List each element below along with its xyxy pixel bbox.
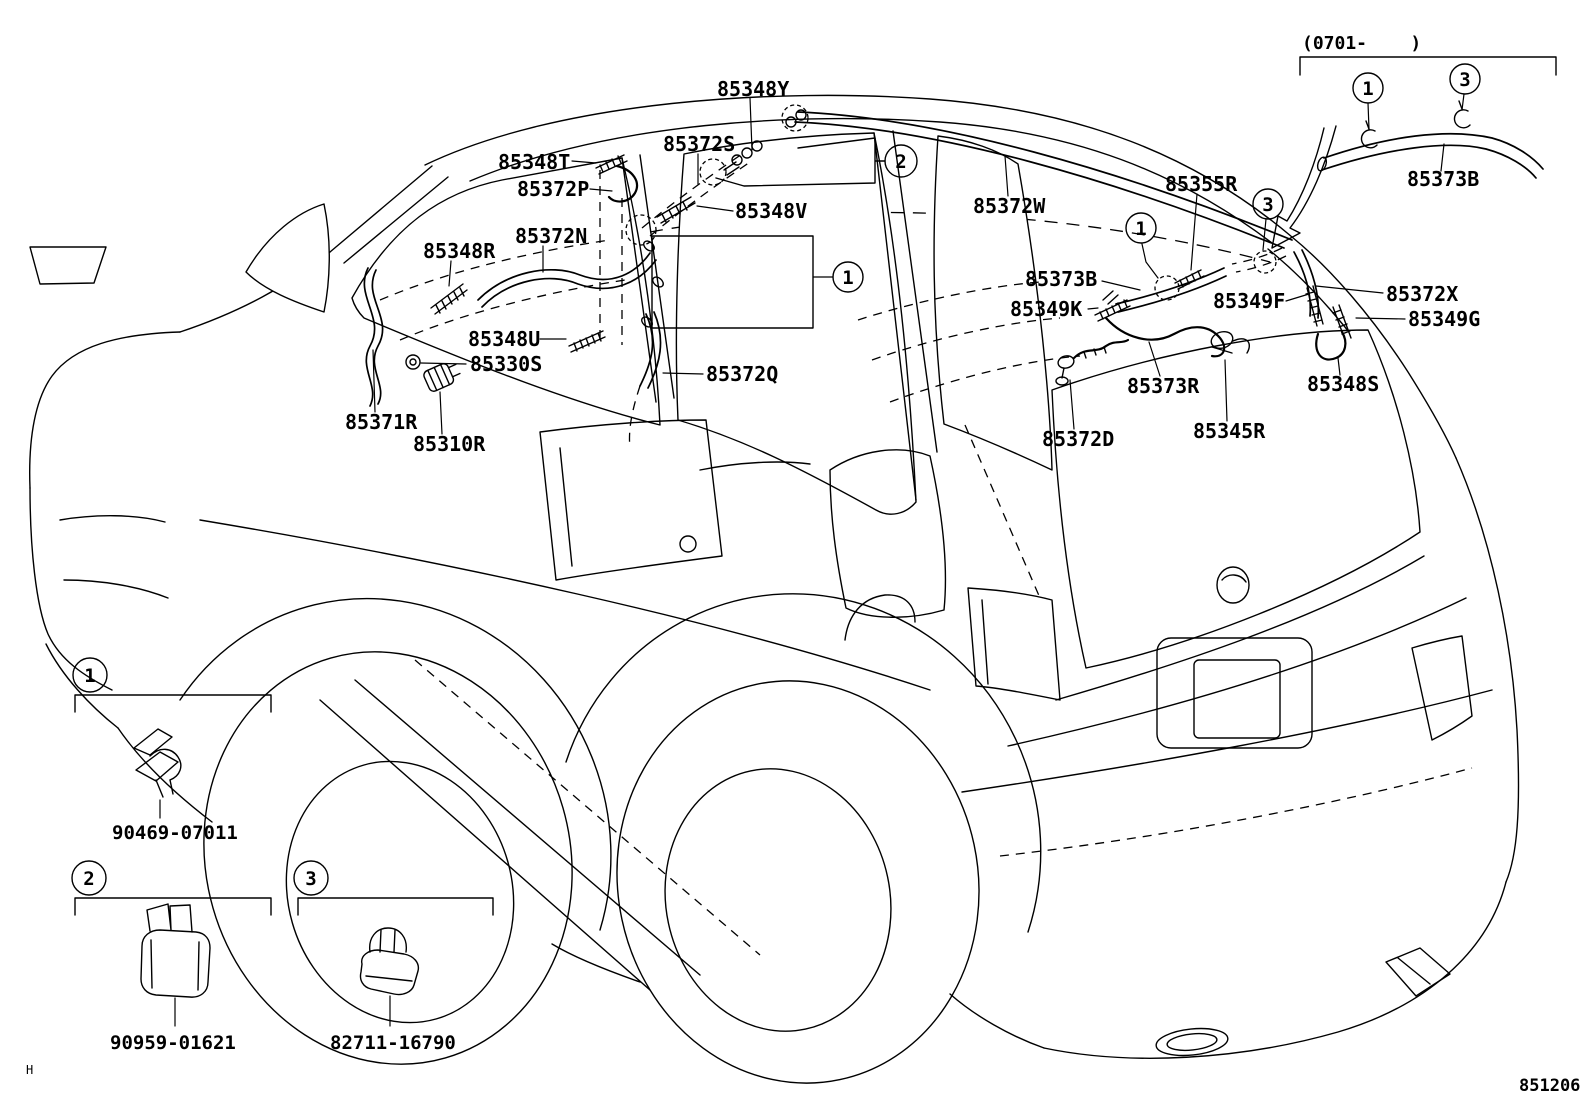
part-label-85372N: 85372N	[515, 224, 587, 248]
part-label-85373B-rear: 85373B	[1025, 267, 1097, 291]
callout-number: 2	[895, 151, 906, 173]
part-label-85348V: 85348V	[735, 199, 807, 223]
part-label-85349K: 85349K	[1010, 297, 1082, 321]
part-label-85348R: 85348R	[423, 239, 496, 263]
legend-clip-1-drawing	[133, 728, 182, 798]
part-label-85372D: 85372D	[1042, 427, 1114, 451]
part-label-85349G: 85349G	[1408, 307, 1480, 331]
part-label-85349F: 85349F	[1213, 289, 1285, 313]
leader-lines	[159, 97, 1445, 1027]
sheet-number: 851206	[1519, 1076, 1580, 1096]
part-85348T-connector	[595, 154, 628, 175]
part-85372X-hose	[1293, 249, 1320, 319]
part-label-85348U: 85348U	[468, 327, 540, 351]
part-label-85330S: 85330S	[470, 352, 542, 376]
callout-3-legend: 3	[293, 860, 329, 896]
washer-hose-routing	[363, 104, 1352, 449]
legend	[74, 694, 494, 998]
callout-number: 3	[1459, 69, 1470, 91]
part-85349F-connector	[1305, 285, 1324, 327]
part-label-85348S: 85348S	[1307, 372, 1379, 396]
inset-0701-drawing	[1271, 56, 1557, 249]
part-label-85373B-inset: 85373B	[1407, 167, 1479, 191]
callout-1-rear: 1	[1125, 212, 1157, 244]
part-85372N-hose	[477, 252, 657, 308]
callout-2-legend: 2	[71, 860, 107, 896]
part-label-85372W: 85372W	[973, 194, 1046, 218]
callout-2-main: 2	[884, 144, 918, 178]
part-85348V-connector	[656, 196, 696, 224]
callout-number: 1	[1362, 78, 1373, 100]
part-label-85373R: 85373R	[1127, 374, 1200, 398]
legend-clip-3-drawing	[359, 927, 420, 996]
callout-number: 2	[83, 868, 94, 890]
part-85371R-hose	[363, 267, 384, 407]
legend-part-number-3: 82711-16790	[330, 1032, 456, 1054]
callout-1-inset: 1	[1352, 72, 1384, 104]
part-85355R-connector	[1174, 269, 1205, 290]
callout-number: 1	[1135, 218, 1146, 240]
inset-clip-3	[1453, 100, 1471, 129]
part-label-85345R: 85345R	[1193, 419, 1266, 443]
part-label-85372X: 85372X	[1386, 282, 1458, 306]
callout-brackets	[651, 137, 1267, 329]
part-85373B-hose	[1115, 267, 1227, 313]
part-label-85355R: 85355R	[1165, 172, 1238, 196]
part-label-85348Y: 85348Y	[717, 77, 789, 101]
part-label-85372P: 85372P	[517, 177, 589, 201]
corner-mark: H	[26, 1063, 33, 1077]
legend-part-number-2: 90959-01621	[110, 1032, 236, 1054]
part-label-85371R: 85371R	[345, 410, 418, 434]
callout-number: 3	[305, 868, 316, 890]
part-85349K-joint	[1094, 290, 1131, 322]
inset-production-note: (0701- )	[1302, 33, 1421, 54]
callout-number: 3	[1262, 194, 1273, 216]
part-label-85348T: 85348T	[498, 150, 570, 174]
part-85348U-connector	[568, 330, 606, 353]
part-85372D-nozzle	[1055, 338, 1130, 386]
part-85372P-hose	[607, 164, 639, 203]
legend-clip-2-drawing	[140, 903, 211, 998]
part-85348S-hose	[1315, 330, 1347, 361]
part-85345R-nozzle	[1210, 330, 1251, 354]
pointer-arrow	[1271, 125, 1337, 249]
callout-3-inset: 3	[1449, 63, 1481, 95]
part-label-85372Q: 85372Q	[706, 362, 778, 386]
legend-part-number-1: 90469-07011	[112, 822, 238, 844]
callout-1-main: 1	[832, 261, 864, 293]
part-85348R-connector	[430, 283, 468, 315]
vehicle-line-art	[29, 94, 1520, 1084]
part-label-85372S: 85372S	[663, 132, 735, 156]
part-85310R-motor	[423, 363, 461, 392]
callout-3-rear: 3	[1252, 188, 1284, 220]
part-labels: 85348Y 85372S 85348T 85372P 85348V 85372…	[345, 77, 1480, 456]
part-label-85310R: 85310R	[413, 432, 486, 456]
callout-number: 1	[84, 665, 95, 687]
part-85349G-connector	[1332, 304, 1352, 341]
callout-1-legend: 1	[72, 657, 108, 693]
part-85372Q-hose	[639, 311, 662, 389]
callout-number: 1	[842, 267, 853, 289]
part-85330S-grommet	[405, 354, 421, 370]
